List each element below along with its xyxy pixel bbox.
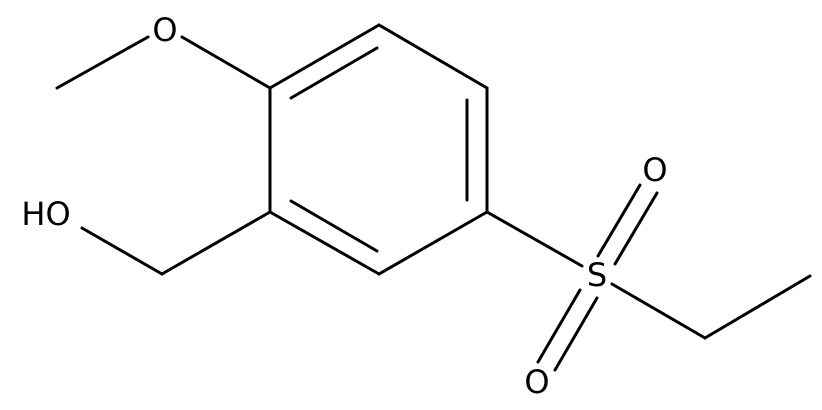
methoxy-bond-o-ch3 — [55, 35, 150, 90]
ethyl-bond-ch2-ch3 — [703, 274, 812, 340]
sulfonyl-oxygen-top-label: O — [642, 151, 667, 189]
ring-bond-2 — [377, 23, 489, 90]
sulfonyl-bond-ring-s — [485, 210, 584, 268]
sulfonyl-bond-s-ch2 — [610, 282, 707, 340]
ring-bond-4 — [377, 210, 489, 276]
sulfonyl-double-bond-bottom-a — [536, 288, 582, 364]
ring-bond-1-inner — [289, 46, 379, 100]
sulfur-label: S — [587, 256, 607, 294]
hydroxymethyl-bond-c-o — [80, 226, 164, 276]
methoxy-bond-ring-o — [180, 35, 272, 90]
hydroxymethyl-bond-ring-c — [160, 210, 272, 276]
ring-bond-5 — [268, 210, 381, 276]
sulfonyl-double-bond-top-a — [596, 183, 642, 258]
sulfonyl-double-bond-bottom-b — [553, 296, 599, 372]
ring-bond-1 — [268, 23, 381, 90]
methoxy-oxygen-label: O — [152, 11, 177, 49]
hydroxyl-label: HO — [21, 195, 70, 233]
sulfonyl-double-bond-top-b — [613, 191, 659, 266]
sulfonyl-oxygen-bottom-label: O — [524, 363, 549, 401]
ring-bond-5-inner — [289, 199, 379, 253]
